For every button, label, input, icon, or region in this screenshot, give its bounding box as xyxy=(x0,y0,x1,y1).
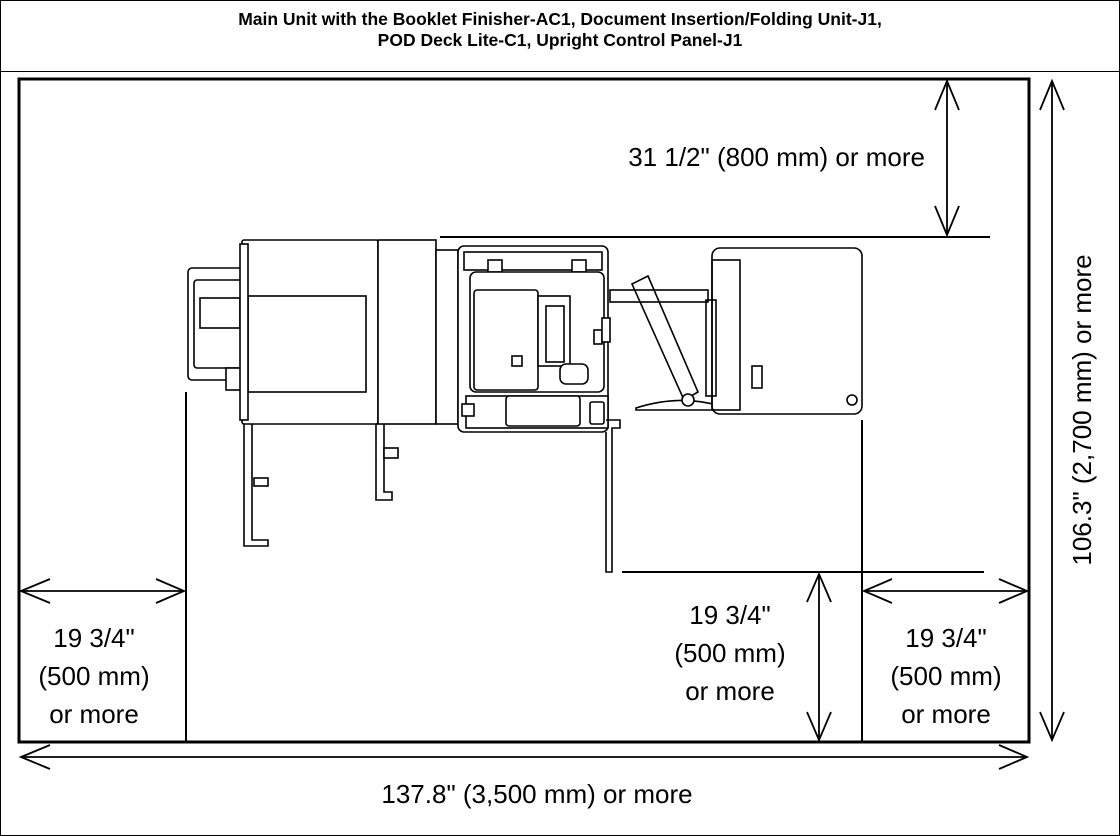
upright-control-panel xyxy=(609,274,721,411)
dimension-arrows xyxy=(18,78,1065,770)
right-clearance-line-2: (500 mm) xyxy=(890,661,1001,691)
right-clearance-label: 19 3/4" (500 mm) or more xyxy=(890,623,1001,729)
front-clearance-line-2: (500 mm) xyxy=(674,638,785,668)
front-clearance-line-3: or more xyxy=(685,676,775,706)
front-clearance-line-1: 19 3/4" xyxy=(689,600,771,630)
diagram-title: Main Unit with the Booklet Finisher-AC1,… xyxy=(0,0,1120,72)
left-clearance-label: 19 3/4" (500 mm) or more xyxy=(38,623,149,729)
machine-top-view xyxy=(187,239,863,573)
title-line-2: POD Deck Lite-C1, Upright Control Panel-… xyxy=(377,30,743,50)
left-clearance-line-3: or more xyxy=(49,699,139,729)
left-clearance-line-1: 19 3/4" xyxy=(53,623,135,653)
top-clearance-label: 31 1/2" (800 mm) or more xyxy=(628,142,925,172)
pod-deck-lite xyxy=(705,247,863,415)
reference-lines xyxy=(185,236,990,742)
left-clearance-line-2: (500 mm) xyxy=(38,661,149,691)
installation-area xyxy=(17,77,1031,744)
total-depth-label: 106.3" (2,700 mm) or more xyxy=(1067,254,1097,565)
front-clearance-label: 19 3/4" (500 mm) or more xyxy=(674,600,785,706)
booklet-finisher xyxy=(187,239,459,547)
right-clearance-line-1: 19 3/4" xyxy=(905,623,987,653)
title-line-1: Main Unit with the Booklet Finisher-AC1,… xyxy=(238,9,882,29)
right-clearance-line-3: or more xyxy=(901,699,991,729)
main-unit xyxy=(457,245,621,573)
total-width-label: 137.8" (3,500 mm) or more xyxy=(381,779,692,809)
